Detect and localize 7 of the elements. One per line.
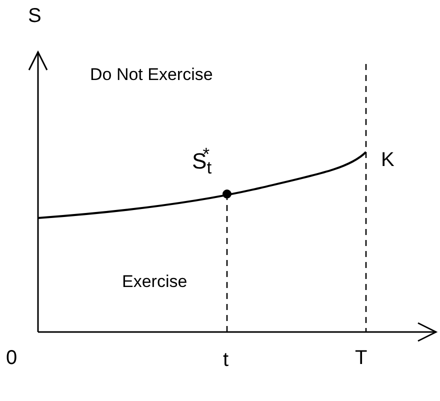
curve-label: K <box>381 150 394 170</box>
axis-tick-label: t <box>223 350 229 370</box>
region-label: Do Not Exercise <box>90 66 213 83</box>
axis-tick-label: 0 <box>6 348 18 368</box>
region-label: Exercise <box>122 273 188 290</box>
axis-label: S <box>28 6 42 26</box>
axis-tick-label: T <box>355 348 368 368</box>
